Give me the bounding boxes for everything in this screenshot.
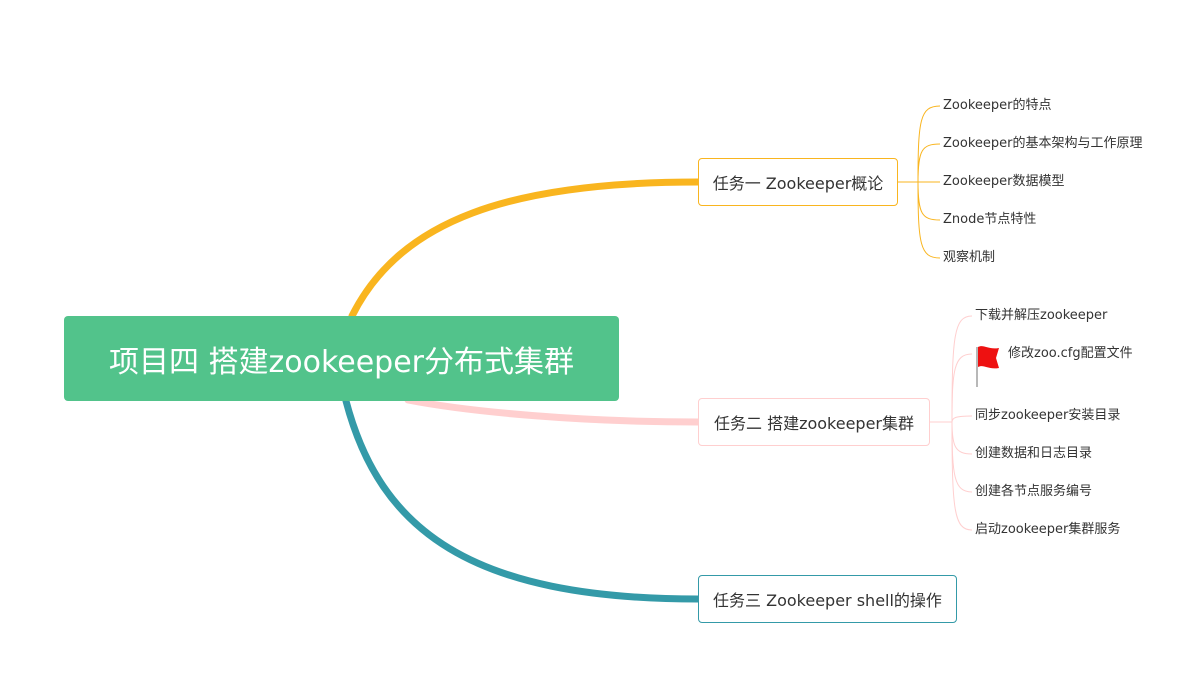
subtopic[interactable]: 观察机制: [943, 250, 996, 265]
subtopic[interactable]: Znode节点特性: [943, 212, 1037, 227]
task-node-1[interactable]: 任务一 Zookeeper概论: [698, 158, 898, 206]
subtopic[interactable]: Zookeeper的基本架构与工作原理: [943, 136, 1143, 151]
branch-task2-connector: [404, 396, 702, 426]
subtopic[interactable]: 创建数据和日志目录: [975, 446, 1093, 461]
red-flag-icon: [976, 346, 999, 387]
task-node-2[interactable]: 任务二 搭建zookeeper集群: [698, 398, 930, 446]
task-node-3[interactable]: 任务三 Zookeeper shell的操作: [698, 575, 957, 623]
subtopic[interactable]: 启动zookeeper集群服务: [975, 522, 1121, 537]
subtopic[interactable]: Zookeeper数据模型: [943, 174, 1065, 189]
task1-subtopic-connectors: [898, 105, 941, 259]
branch-task1-connector: [348, 178, 702, 320]
task2-subtopic-connectors: [930, 315, 973, 531]
task-node-2-label: 任务二 搭建zookeeper集群: [713, 414, 915, 433]
subtopic[interactable]: 创建各节点服务编号: [975, 484, 1093, 499]
subtopic[interactable]: 修改zoo.cfg配置文件: [1008, 346, 1133, 361]
subtopic[interactable]: 下载并解压zookeeper: [975, 308, 1108, 323]
subtopic[interactable]: 同步zookeeper安装目录: [975, 408, 1121, 423]
task-node-3-label: 任务三 Zookeeper shell的操作: [713, 591, 942, 610]
branch-task3-connector: [342, 397, 702, 603]
root-topic-label: 项目四 搭建zookeeper分布式集群: [108, 344, 575, 380]
task-node-1-label: 任务一 Zookeeper概论: [712, 174, 884, 193]
subtopic[interactable]: Zookeeper的特点: [943, 98, 1052, 113]
root-topic[interactable]: 项目四 搭建zookeeper分布式集群: [64, 316, 619, 401]
